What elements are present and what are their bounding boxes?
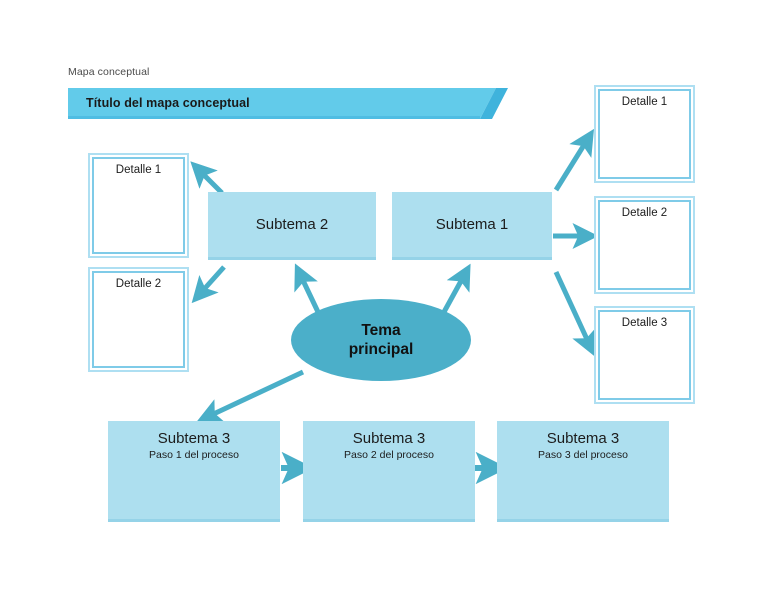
central-topic-line-2: principal [348, 341, 414, 358]
subtopic-label: Subtema 2 [255, 215, 329, 233]
arrow-tema-to-subtema2 [294, 263, 321, 314]
arrow-tema-to-paso1 [196, 369, 305, 423]
arrow-subtema1-to-detalle3 [553, 270, 596, 357]
process-step-subtitle: Paso 1 del proceso [149, 449, 239, 462]
detail-box-right-1[interactable]: Detalle 1 [594, 85, 695, 183]
subtopic-box-subtema-1[interactable]: Subtema 1 [392, 192, 552, 260]
process-step-box-3[interactable]: Subtema 3 Paso 3 del proceso [497, 421, 669, 522]
subtopic-label: Subtema 1 [435, 215, 509, 233]
arrow-subtema2-to-detalle1 [190, 161, 224, 195]
detail-box-label: Detalle 1 [621, 96, 668, 108]
process-step-title: Subtema 3 [546, 430, 620, 447]
process-step-title: Subtema 3 [352, 430, 426, 447]
detail-box-label: Detalle 2 [621, 207, 668, 219]
title-banner: Título del mapa conceptual [68, 88, 508, 119]
detail-box-label: Detalle 3 [621, 317, 668, 329]
detail-box-left-1[interactable]: Detalle 1 [88, 153, 189, 258]
detail-box-label: Detalle 1 [115, 164, 162, 176]
detail-box-left-2[interactable]: Detalle 2 [88, 267, 189, 372]
process-step-box-2[interactable]: Subtema 3 Paso 2 del proceso [303, 421, 475, 522]
detail-box-right-2[interactable]: Detalle 2 [594, 196, 695, 294]
arrow-tema-to-subtema1 [441, 263, 471, 314]
subtopic-box-subtema-2[interactable]: Subtema 2 [208, 192, 376, 260]
central-topic-line-1: Tema [361, 321, 401, 339]
process-step-subtitle: Paso 3 del proceso [538, 449, 628, 462]
arrow-subtema1-to-detalle1 [553, 128, 595, 192]
banner-ribbon-icon [68, 88, 508, 119]
process-step-subtitle: Paso 2 del proceso [344, 449, 434, 462]
process-step-title: Subtema 3 [157, 430, 231, 447]
banner-title-text: Título del mapa conceptual [86, 96, 250, 110]
document-caption: Mapa conceptual [68, 66, 150, 78]
detail-box-label: Detalle 2 [115, 278, 162, 290]
arrow-subtema2-to-detalle2 [191, 265, 226, 304]
central-topic-ellipse[interactable]: Tema principal [291, 299, 471, 381]
process-step-box-1[interactable]: Subtema 3 Paso 1 del proceso [108, 421, 280, 522]
detail-box-right-3[interactable]: Detalle 3 [594, 306, 695, 404]
